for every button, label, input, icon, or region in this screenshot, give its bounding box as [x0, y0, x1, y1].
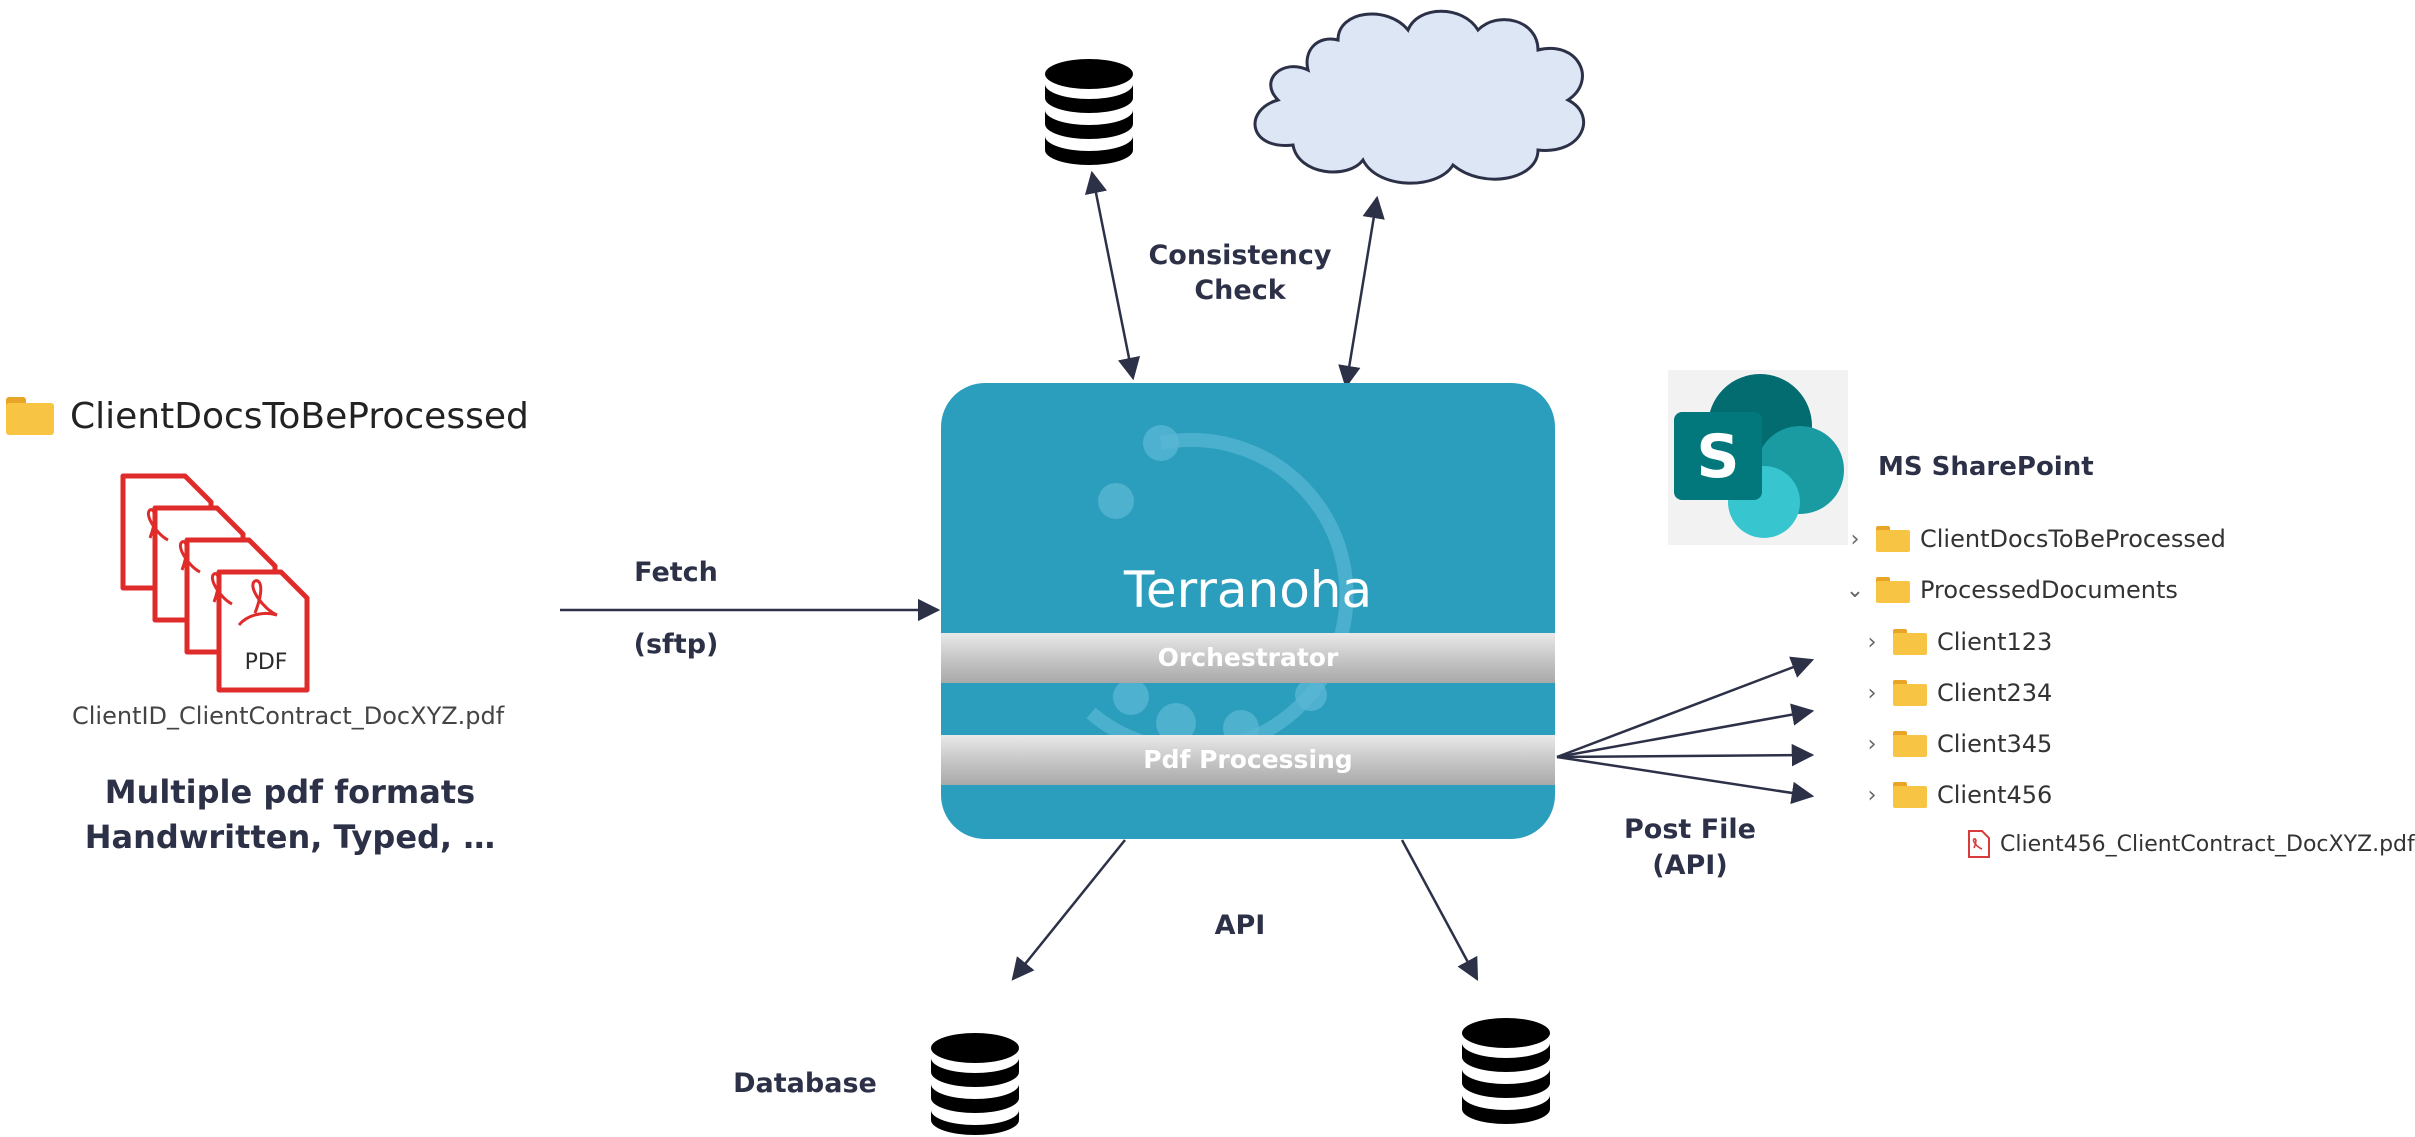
api-label: API: [1214, 910, 1266, 941]
tree-item-client123[interactable]: › Client123: [1859, 622, 2053, 662]
pdf-processing-layer: Pdf Processing: [941, 735, 1555, 785]
formats-note-line2: Handwritten, Typed, …: [84, 818, 496, 856]
folder-icon: [1876, 526, 1910, 552]
sharepoint-icon: [1674, 374, 1844, 538]
api-arrow-left: [1011, 839, 1126, 981]
tree-item-label: Client234: [1937, 679, 2053, 707]
tree-item-label: ProcessedDocuments: [1920, 576, 2178, 604]
database-right-icon: [1462, 1018, 1550, 1124]
database-top-icon: [1045, 59, 1133, 165]
folder-icon: [1893, 680, 1927, 706]
tree-item-clientdocs[interactable]: › ClientDocsToBeProcessed: [1842, 519, 2226, 559]
chevron-down-icon[interactable]: ⌄: [1845, 577, 1865, 603]
post-file-line1: Post File: [1624, 814, 1756, 845]
source-folder-label: ClientDocsToBeProcessed: [70, 395, 529, 437]
tree-item-client345[interactable]: › Client345: [1859, 724, 2053, 764]
chevron-right-icon[interactable]: ›: [1867, 629, 1877, 655]
tree-item-file[interactable]: Client456_ClientContract_DocXYZ.pdf: [1968, 824, 2415, 864]
sharepoint-logo: S: [1668, 370, 1848, 545]
pdf-filename: ClientID_ClientContract_DocXYZ.pdf: [72, 702, 505, 730]
post-arrow-2: [1556, 703, 1815, 759]
tree-item-label: Client123: [1937, 628, 2053, 656]
chevron-right-icon[interactable]: ›: [1850, 526, 1860, 552]
pdf-file-icon: [1968, 830, 1990, 858]
folder-icon: [1893, 782, 1927, 808]
sharepoint-title: MS SharePoint: [1878, 452, 2094, 482]
orchestrator-layer: Orchestrator: [941, 633, 1555, 683]
post-file-line2: (API): [1652, 850, 1728, 881]
database-label: Database: [733, 1068, 877, 1099]
tree-item-processeddocuments[interactable]: ⌄ ProcessedDocuments: [1842, 570, 2178, 610]
folder-icon: [1893, 629, 1927, 655]
pdf-stack-icon: [120, 473, 310, 693]
cloud-arrow: [1338, 195, 1385, 389]
post-arrow-1: [1556, 656, 1815, 759]
cloud-icon: [1253, 9, 1586, 185]
db-top-arrow: [1084, 170, 1141, 381]
consistency-line2: Check: [1194, 275, 1286, 306]
database-left-icon: [931, 1033, 1019, 1135]
terranoha-brand: Terranoha: [1123, 561, 1373, 619]
fetch-label: Fetch: [634, 557, 718, 588]
fetch-protocol: (sftp): [633, 629, 719, 660]
chevron-right-icon[interactable]: ›: [1867, 680, 1877, 706]
folder-icon: [6, 397, 54, 435]
tree-item-label: Client345: [1937, 730, 2053, 758]
api-arrow-right: [1400, 839, 1479, 981]
post-arrow-4: [1556, 755, 1815, 805]
chevron-right-icon[interactable]: ›: [1867, 782, 1877, 808]
folder-icon: [1876, 577, 1910, 603]
tree-item-label: Client456: [1937, 781, 2053, 809]
consistency-line1: Consistency: [1148, 240, 1332, 271]
chevron-right-icon[interactable]: ›: [1867, 731, 1877, 757]
formats-note-line1: Multiple pdf formats: [104, 773, 476, 811]
pdf-badge: PDF: [244, 650, 288, 675]
tree-item-label: ClientDocsToBeProcessed: [1920, 525, 2226, 553]
tree-item-client456[interactable]: › Client456: [1859, 775, 2053, 815]
source-folder[interactable]: ClientDocsToBeProcessed: [6, 392, 529, 440]
tree-item-label: Client456_ClientContract_DocXYZ.pdf: [2000, 831, 2415, 857]
terranoha-core: Terranoha Orchestrator Pdf Processing: [941, 383, 1555, 839]
sharepoint-letter: S: [1696, 422, 1740, 492]
post-arrow-3: [1556, 743, 1815, 767]
folder-icon: [1893, 731, 1927, 757]
tree-item-client234[interactable]: › Client234: [1859, 673, 2053, 713]
